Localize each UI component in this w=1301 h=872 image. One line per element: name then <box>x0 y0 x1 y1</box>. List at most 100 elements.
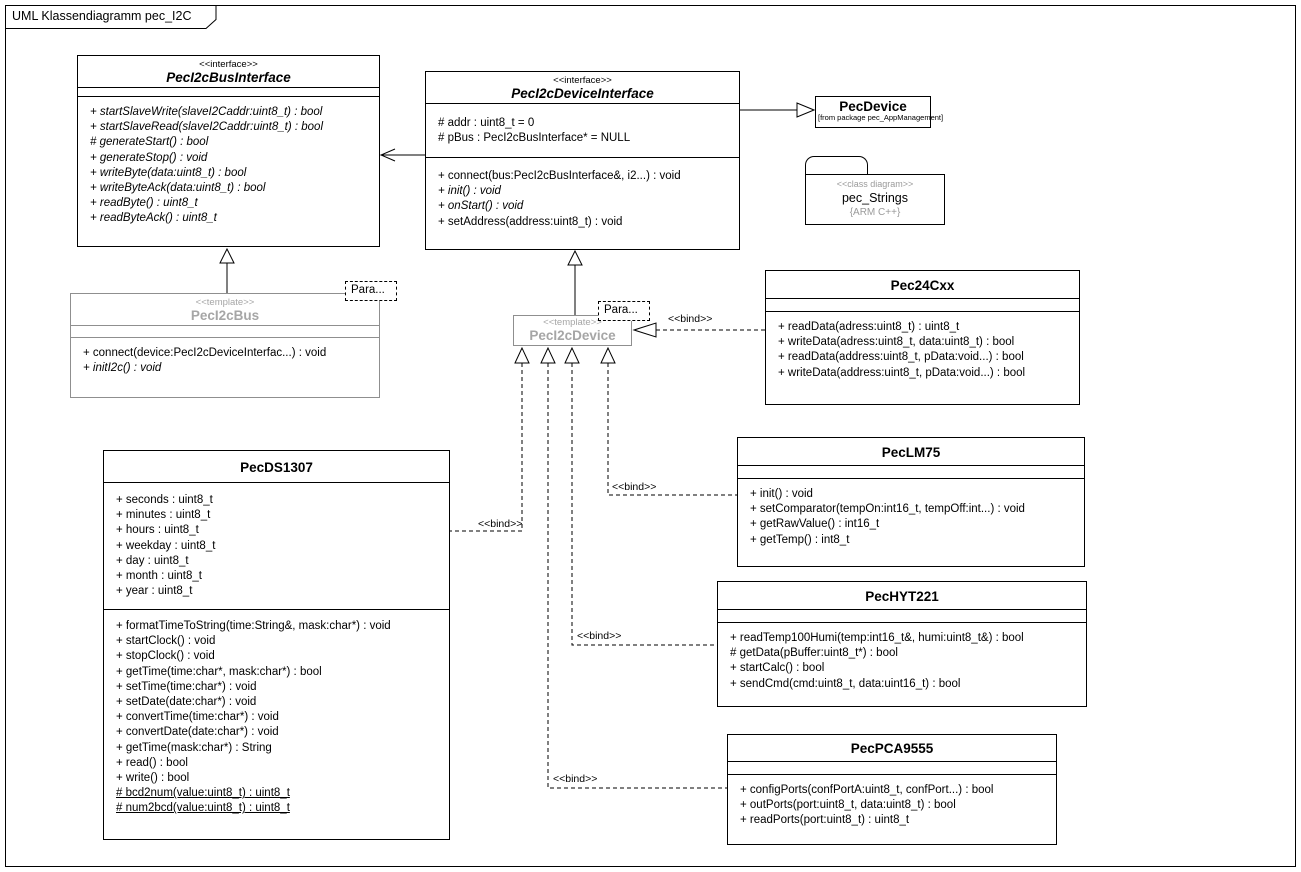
member-line: # generateStart() : bool <box>90 136 209 149</box>
operations-compartment: + connect(bus:PecI2cBusInterface&, i2...… <box>426 158 739 249</box>
member-line: + seconds : uint8_t <box>116 494 213 506</box>
member-line: + stopClock() : void <box>116 650 215 663</box>
attributes-compartment <box>718 610 1086 623</box>
package-name: pec_Strings <box>841 191 908 205</box>
class-header: <<interface>> PecI2cDeviceInterface <box>426 72 739 104</box>
member-line: + readByteAck() : uint8_t <box>90 212 217 225</box>
member-line: + readTemp100Humi(temp:int16_t&, humi:ui… <box>730 632 1024 644</box>
operations-compartment: + formatTimeToString(time:String&, mask:… <box>104 610 449 839</box>
stereotype-label: <<template>> <box>195 297 255 308</box>
class-name: PecI2cBusInterface <box>166 70 291 85</box>
member-line: + init() : void <box>750 488 813 500</box>
member-line: + weekday : uint8_t <box>116 539 216 552</box>
class-peci2cbusinterface[interactable]: <<interface>> PecI2cBusInterface + start… <box>77 55 380 247</box>
bind-label: <<bind>> <box>553 773 597 785</box>
member-line: + minutes : uint8_t <box>116 509 211 522</box>
bind-pca9555-to-i2cdevice: <<bind>> <box>540 346 727 789</box>
template-parameter-box[interactable]: Para... <box>345 281 397 301</box>
class-name: PecDS1307 <box>240 460 313 475</box>
member-line: + readByte() : uint8_t <box>90 197 198 210</box>
association-deviceinterface-to-businterface <box>379 148 425 162</box>
member-line: + getRawValue() : int16_t <box>750 518 880 531</box>
class-name: PecDevice <box>839 99 907 114</box>
attributes-compartment <box>728 762 1056 775</box>
member-line: # getData(pBuffer:uint8_t*) : bool <box>730 647 898 660</box>
package-pec-strings[interactable]: <<class diagram>> pec_Strings {ARM C++} <box>805 174 945 225</box>
class-header: Pec24Cxx <box>766 271 1079 299</box>
member-line: + configPorts(confPortA:uint8_t, confPor… <box>740 784 994 796</box>
member-line: + read() : bool <box>116 756 188 769</box>
class-pecds1307[interactable]: PecDS1307 + seconds : uint8_t + minutes :… <box>103 450 450 840</box>
bind-label: <<bind>> <box>478 518 522 530</box>
generalization-i2cbus-to-businterface <box>219 247 235 293</box>
class-header: PecLM75 <box>738 438 1084 466</box>
attributes-compartment <box>78 88 379 97</box>
class-header: <<template>> PecI2cBus <box>71 294 379 326</box>
stereotype-label: <<interface>> <box>199 59 258 70</box>
class-pec24cxx[interactable]: Pec24Cxx + readData(adress:uint8_t) : ui… <box>765 270 1080 405</box>
member-line: + init() : void <box>438 185 501 198</box>
operations-compartment: + readData(adress:uint8_t) : uint8_t + wr… <box>766 312 1079 404</box>
package-tag: {ARM C++} <box>849 207 901 218</box>
member-line: + getTemp() : int8_t <box>750 533 850 546</box>
member-line: + connect(bus:PecI2cBusInterface&, i2...… <box>438 170 681 182</box>
member-line: + day : uint8_t <box>116 554 189 567</box>
bind-hyt221-to-i2cdevice: <<bind>> <box>564 346 717 646</box>
class-pecdevice[interactable]: PecDevice [from package pec_AppManagemen… <box>815 96 944 128</box>
operations-compartment: + startSlaveWrite(slaveI2Caddr:uint8_t) … <box>78 97 379 246</box>
frame-title: UML Klassendiagramm pec_I2C <box>12 9 192 23</box>
member-line: + writeData(address:uint8_t, pData:void.… <box>778 366 1026 379</box>
bind-ds1307-to-i2cdevice: <<bind>> <box>450 346 530 532</box>
class-name: PecLM75 <box>881 445 941 460</box>
class-name: PecPCA9555 <box>850 741 934 756</box>
bind-label: <<bind>> <box>577 630 621 642</box>
attributes-compartment: + seconds : uint8_t + minutes : uint8_t + … <box>104 483 449 610</box>
member-line: + writeData(adress:uint8_t, data:uint8_t… <box>778 336 1015 349</box>
member-line: + setAddress(address:uint8_t) : void <box>438 215 623 228</box>
class-header: PecDS1307 <box>104 451 449 483</box>
class-header: PecHYT221 <box>718 582 1086 610</box>
generalization-i2cdevice-to-deviceinterface <box>567 249 583 315</box>
member-line: + getTime(time:char*, mask:char*) : bool <box>116 665 322 678</box>
member-line: + generateStop() : void <box>90 151 208 164</box>
package-tab[interactable] <box>805 156 868 175</box>
bind-label: <<bind>> <box>612 481 656 493</box>
member-line: + readData(adress:uint8_t) : uint8_t <box>778 321 960 333</box>
stereotype-label: <<interface>> <box>553 75 612 86</box>
member-line: + formatTimeToString(time:String&, mask:… <box>116 620 391 632</box>
member-line: + year : uint8_t <box>116 585 193 598</box>
generalization-deviceinterface-to-pecdevice <box>740 102 816 118</box>
member-line: # num2bcd(value:uint8_t) : uint8_t <box>116 802 290 815</box>
class-name: PecI2cDevice <box>529 328 616 343</box>
member-line: + readPorts(port:uint8_t) : uint8_t <box>740 814 910 827</box>
class-name: PecI2cDeviceInterface <box>511 86 654 101</box>
attributes-compartment <box>766 299 1079 312</box>
class-header: <<interface>> PecI2cBusInterface <box>78 56 379 88</box>
member-line: + startClock() : void <box>116 635 216 648</box>
package-stereotype: <<class diagram>> <box>836 179 914 189</box>
class-note: [from package pec_AppManagement] <box>818 113 944 122</box>
class-pecpca9555[interactable]: PecPCA9555 + configPorts(confPortA:uint8… <box>727 734 1057 845</box>
operations-compartment: + readTemp100Humi(temp:int16_t&, humi:ui… <box>718 623 1086 706</box>
template-parameter-box[interactable]: Para... <box>598 301 650 321</box>
member-line: + getTime(mask:char*) : String <box>116 741 272 754</box>
member-line: # bcd2num(value:uint8_t) : uint8_t <box>116 787 290 800</box>
member-line: + setTime(time:char*) : void <box>116 680 257 693</box>
member-line: + sendCmd(cmd:uint8_t, data:uint16_t) : … <box>730 677 961 690</box>
class-name: PecHYT221 <box>865 589 939 604</box>
member-line: + write() : bool <box>116 772 190 785</box>
class-pechyt221[interactable]: PecHYT221 + readTemp100Humi(temp:int16_t… <box>717 581 1087 707</box>
class-header: PecDevice [from package pec_AppManagemen… <box>816 97 944 124</box>
class-header: PecPCA9555 <box>728 735 1056 762</box>
member-line: # addr : uint8_t = 0 <box>438 117 535 129</box>
class-name: PecI2cBus <box>190 308 260 323</box>
member-line: + setComparator(tempOn:int16_t, tempOff:… <box>750 503 1025 516</box>
class-peci2cbus[interactable]: <<template>> PecI2cBus + connect(device:… <box>70 293 380 398</box>
bind-label: <<bind>> <box>668 313 712 325</box>
attributes-compartment <box>738 466 1084 479</box>
class-name: Pec24Cxx <box>890 278 955 293</box>
class-peclm75[interactable]: PecLM75 + init() : void + setComparator(t… <box>737 437 1085 567</box>
member-line: + setDate(date:char*) : void <box>116 696 257 709</box>
class-peci2cdeviceinterface[interactable]: <<interface>> PecI2cDeviceInterface # ad… <box>425 71 740 250</box>
